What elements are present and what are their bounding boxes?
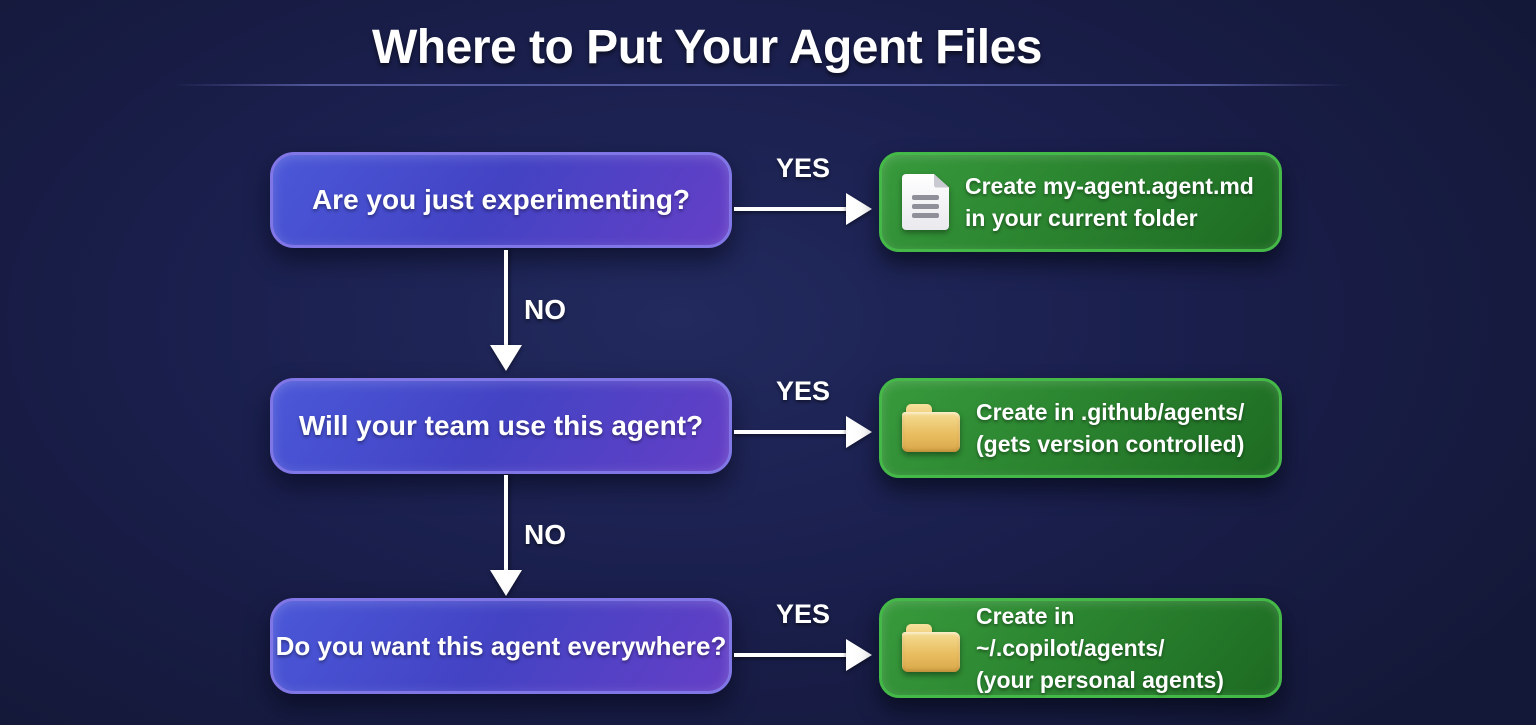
arrow-shaft bbox=[734, 430, 850, 434]
yes-arrow-row2: YES bbox=[734, 376, 872, 448]
result-box-current-folder: Create my-agent.agent.md in your current… bbox=[879, 152, 1282, 252]
folder-icon bbox=[902, 624, 960, 672]
no-label: NO bbox=[524, 294, 566, 325]
document-text-line bbox=[912, 213, 939, 218]
question-box-experimenting: Are you just experimenting? bbox=[270, 152, 732, 248]
arrow-head bbox=[490, 345, 522, 371]
result-line-2: (your personal agents) bbox=[976, 667, 1224, 694]
yes-label: YES bbox=[775, 153, 831, 183]
result-line-2: in your current folder bbox=[965, 205, 1198, 231]
document-fold-corner bbox=[934, 174, 949, 188]
arrow-head bbox=[846, 416, 872, 448]
arrow-head bbox=[846, 639, 872, 671]
page-title: Where to Put Your Agent Files bbox=[372, 21, 1043, 74]
folder-body bbox=[902, 632, 960, 672]
arrow-shaft bbox=[734, 207, 850, 211]
folder-icon bbox=[902, 404, 960, 452]
yes-label: YES bbox=[775, 599, 831, 629]
question-text: Will your team use this agent? bbox=[298, 410, 704, 441]
question-box-team-use: Will your team use this agent? bbox=[270, 378, 732, 474]
question-text: Do you want this agent everywhere? bbox=[275, 630, 727, 661]
result-box-github-agents: Create in .github/agents/ (gets version … bbox=[879, 378, 1282, 478]
result-line-1: Create in .github/agents/ bbox=[976, 398, 1245, 425]
yes-arrow-row3: YES bbox=[734, 599, 872, 671]
arrow-shaft bbox=[504, 475, 508, 572]
question-text: Are you just experimenting? bbox=[311, 184, 691, 215]
arrow-head bbox=[846, 193, 872, 225]
arrow-head bbox=[490, 570, 522, 596]
result-line-1: Create my-agent.agent.md bbox=[965, 172, 1254, 199]
question-box-agent-everywhere: Do you want this agent everywhere? bbox=[270, 598, 732, 694]
result-text: Create in ~/.copilot/agents/ (your perso… bbox=[976, 600, 1263, 697]
no-label: NO bbox=[524, 519, 566, 550]
no-arrow-row2: NO bbox=[488, 475, 578, 596]
document-text-line bbox=[912, 204, 939, 209]
result-text: Create in .github/agents/ (gets version … bbox=[976, 396, 1244, 460]
document-icon bbox=[902, 174, 949, 230]
document-text-line bbox=[912, 195, 939, 200]
result-line-2: (gets version controlled) bbox=[976, 431, 1245, 457]
yes-label: YES bbox=[775, 376, 831, 406]
result-line-1: Create in ~/.copilot/agents/ bbox=[976, 602, 1165, 661]
yes-arrow-row1: YES bbox=[734, 153, 872, 225]
no-arrow-row1: NO bbox=[488, 250, 578, 371]
title-divider bbox=[172, 84, 1350, 86]
result-text: Create my-agent.agent.md in your current… bbox=[965, 170, 1254, 234]
folder-body bbox=[902, 412, 960, 452]
arrow-shaft bbox=[734, 653, 850, 657]
arrow-shaft bbox=[504, 250, 508, 347]
result-box-copilot-agents: Create in ~/.copilot/agents/ (your perso… bbox=[879, 598, 1282, 698]
